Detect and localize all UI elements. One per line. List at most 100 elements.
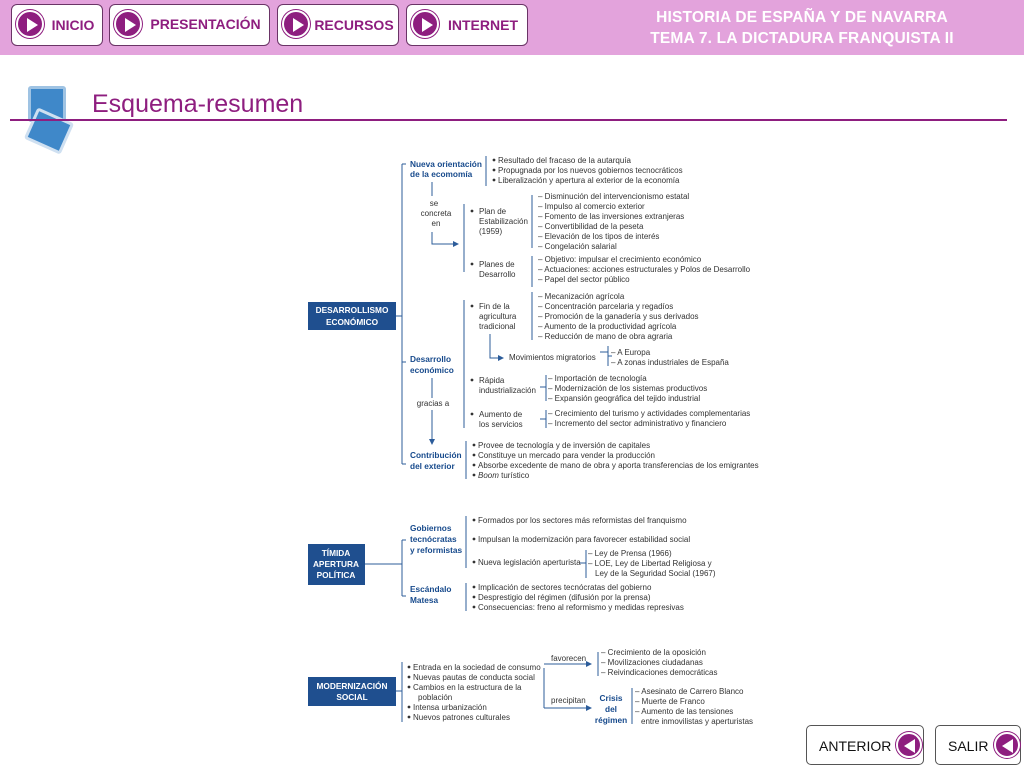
- nav-presentacion-label: PRESENTACIÓN: [150, 16, 261, 32]
- top-bar: INICIO PRESENTACIÓN RECURSOS INTERNET HI…: [0, 0, 1024, 55]
- migraciones-arrow: [489, 334, 504, 361]
- desarrollismo-trunk: [396, 163, 406, 465]
- bullet: [492, 158, 496, 162]
- moderniz-item: Nuevos patrones culturales: [413, 713, 510, 722]
- planes-label: Desarrollo: [479, 270, 516, 279]
- course-title: HISTORIA DE ESPAÑA Y DE NAVARRA TEMA 7. …: [612, 7, 992, 49]
- fin-agricultura-label: Fin de la: [479, 302, 510, 311]
- fin-item: – Concentración parcelaria y regadíos: [538, 302, 673, 311]
- gobiernos-tecnocratas-line: y reformistas: [410, 545, 462, 555]
- bullet: [492, 178, 496, 182]
- planes-label: Planes de: [479, 260, 515, 269]
- aumento-label: Aumento de: [479, 410, 523, 419]
- nav-recursos-label: RECURSOS: [314, 17, 394, 33]
- nueva-item: Liberalización y apertura al exterior de…: [498, 176, 680, 185]
- contribucion-exterior-line1: Contribución: [410, 450, 462, 460]
- plan-label: Plan de: [479, 207, 507, 216]
- desarrollo-economico-line2: económico: [410, 365, 454, 375]
- plan-item: – Convertibilidad de la peseta: [538, 222, 644, 231]
- bullet: [472, 537, 476, 541]
- aumento-item: – Crecimiento del turismo y actividades …: [548, 409, 750, 418]
- esc-item: Consecuencias: freno al reformismo y med…: [478, 603, 684, 612]
- course-title-line2: TEMA 7. LA DICTADURA FRANQUISTA II: [650, 30, 954, 47]
- crisis-regimen-line: régimen: [595, 715, 627, 725]
- bracket-line: [396, 662, 403, 722]
- planes-item: – Objetivo: impulsar el crecimiento econ…: [538, 255, 702, 264]
- bullet: [470, 262, 474, 266]
- fav-item: – Movilizaciones ciudadanas: [601, 658, 703, 667]
- plan-item: – Fomento de las inversiones extranjeras: [538, 212, 684, 221]
- gob-item: Impulsan la modernización para favorecer…: [478, 535, 690, 544]
- nav-presentacion-button[interactable]: PRESENTACIÓN: [109, 4, 270, 46]
- gracias-a-label: gracias a: [417, 399, 450, 408]
- se-concreta-label: en: [432, 219, 441, 228]
- bullet: [472, 473, 476, 477]
- play-arrow-icon: [114, 10, 142, 38]
- moderniz-item: Cambios en la estructura de la: [413, 683, 522, 692]
- timida-box-line: POLÍTICA: [317, 570, 356, 580]
- rapida-item: – Expansión geográfica del tejido indust…: [548, 394, 700, 403]
- nueva-orientacion-line2: de la ecomomía: [410, 169, 473, 179]
- nav-recursos-button[interactable]: RECURSOS: [277, 4, 399, 46]
- bullet: [472, 605, 476, 609]
- rapida-item: – Modernización de los sistemas producti…: [548, 384, 707, 393]
- fin-item: – Mecanización agrícola: [538, 292, 625, 301]
- favorecen-label: favorecen: [551, 654, 586, 663]
- gobiernos-tecnocratas-line: Gobiernos: [410, 523, 452, 533]
- back-arrow-icon: [896, 732, 922, 758]
- bullet: [472, 560, 476, 564]
- plan-item: – Impulso al comercio exterior: [538, 202, 645, 211]
- moderniz-item: Entrada en la sociedad de consumo: [413, 663, 541, 672]
- rapida-item: – Importación de tecnología: [548, 374, 647, 383]
- play-arrow-icon: [16, 10, 44, 38]
- bullet: [407, 685, 411, 689]
- fin-item: – Aumento de la productividad agrícola: [538, 322, 677, 331]
- movimientos-label: Movimientos migratorios: [509, 353, 596, 362]
- rapida-label: Rápida: [479, 376, 505, 385]
- modernizacion-box-line: MODERNIZACIÓN: [317, 680, 388, 691]
- anterior-button[interactable]: ANTERIOR: [806, 725, 924, 765]
- bullet: [492, 168, 496, 172]
- desarrollo-economico-line1: Desarrollo: [410, 354, 451, 364]
- mov-item: – A zonas industriales de España: [611, 358, 729, 367]
- bracket-line: [540, 410, 547, 428]
- boom-rest: turístico: [499, 471, 530, 480]
- course-title-line1: HISTORIA DE ESPAÑA Y DE NAVARRA: [656, 9, 948, 26]
- bullet: [407, 705, 411, 709]
- contrib-item: Absorbe excedente de mano de obra y apor…: [478, 461, 759, 470]
- se-concreta-arrow: [431, 182, 458, 244]
- ley-item: – Ley de Prensa (1966): [588, 549, 672, 558]
- crisis-regimen-line: del: [605, 704, 617, 714]
- crisis-item: – Muerte de Franco: [635, 697, 705, 706]
- planes-item: – Actuaciones: acciones estructurales y …: [538, 265, 751, 274]
- desarrollismo-box: [308, 302, 396, 330]
- aumento-item: – Incremento del sector administrativo y…: [548, 419, 727, 428]
- nueva-item: Resultado del fracaso de la autarquía: [498, 156, 632, 165]
- page-title: Esquema-resumen: [92, 90, 304, 118]
- nav-inicio-button[interactable]: INICIO: [11, 4, 103, 46]
- nav-internet-button[interactable]: INTERNET: [406, 4, 528, 46]
- crisis-regimen-line: Crisis: [599, 693, 622, 703]
- timida-trunk: [365, 539, 406, 597]
- contrib-item-boom: Boom turístico: [478, 471, 530, 480]
- gob-item: Formados por los sectores más reformista…: [478, 516, 687, 525]
- rapida-label: industrialización: [479, 386, 536, 395]
- fin-agricultura-label: agricultura: [479, 312, 517, 321]
- salir-label: SALIR: [948, 738, 989, 754]
- bracket-line: [540, 375, 547, 401]
- timida-box-line: TÍMIDA: [322, 548, 351, 558]
- bullet: [470, 378, 474, 382]
- nav-internet-label: INTERNET: [448, 17, 518, 33]
- escandalo-matesa-line: Matesa: [410, 595, 439, 605]
- salir-button[interactable]: SALIR: [935, 725, 1021, 765]
- bullet: [407, 715, 411, 719]
- bullet: [472, 463, 476, 467]
- aumento-label: los servicios: [479, 420, 523, 429]
- bullet: [470, 412, 474, 416]
- anterior-label: ANTERIOR: [819, 738, 892, 754]
- plan-item: – Elevación de los tipos de interés: [538, 232, 659, 241]
- bullet: [407, 675, 411, 679]
- escandalo-matesa-line: Escándalo: [410, 584, 452, 594]
- plan-label: Estabilización: [479, 217, 528, 226]
- se-concreta-label: concreta: [421, 209, 452, 218]
